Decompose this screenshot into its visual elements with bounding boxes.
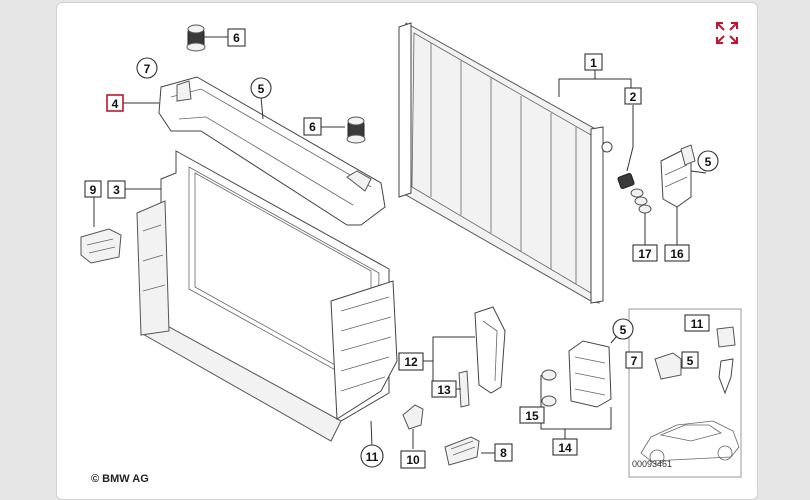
- oil-cooler: [541, 340, 612, 408]
- copyright-text: © BMW AG: [91, 473, 149, 485]
- callout-5-cooler: 5: [620, 323, 627, 337]
- air-guide: [80, 228, 122, 264]
- mounting-bracket: [458, 306, 506, 408]
- expand-arrows-icon[interactable]: [715, 21, 739, 45]
- callout-6-top: 6: [233, 31, 240, 45]
- car-silhouette: [640, 420, 740, 465]
- callout-4-highlighted: 4: [112, 97, 119, 111]
- callout-16: 16: [670, 247, 684, 261]
- callout-2: 2: [630, 90, 637, 104]
- callout-13: 13: [437, 383, 451, 397]
- rubber-mount-mid: [346, 116, 366, 144]
- diagram-part-number: 00093461: [632, 459, 672, 469]
- coolant-fitting: [660, 144, 696, 208]
- callout-6-mid: 6: [309, 120, 316, 134]
- callout-5-inset: 5: [687, 354, 694, 368]
- radiator: [398, 22, 613, 304]
- upper-cross-member: [158, 76, 386, 226]
- callout-11-inset: 11: [691, 317, 704, 331]
- callout-5-fitting: 5: [705, 155, 712, 169]
- fan-shroud-frame: [136, 150, 398, 442]
- callout-8: 8: [500, 446, 507, 460]
- rubber-mount-top: [186, 24, 206, 52]
- callout-labels: 6 7 4 5 6 9 3 1 2 5 17 16 12 13 5 15 14: [84, 28, 719, 469]
- callout-9: 9: [90, 183, 97, 197]
- callout-10: 10: [406, 453, 420, 467]
- inset-box: [628, 308, 742, 478]
- callout-11-bottom: 11: [366, 450, 379, 464]
- callout-7-left: 7: [144, 62, 151, 76]
- cover-plate: [444, 436, 480, 466]
- parts-diagram: 6 7 4 5 6 9 3 1 2 5 17 16 12 13 5 15 14: [80, 21, 742, 485]
- clip: [402, 404, 424, 430]
- callout-3: 3: [113, 183, 120, 197]
- callout-15: 15: [525, 409, 539, 423]
- callout-14: 14: [558, 441, 572, 455]
- callout-5-crossmember: 5: [258, 82, 265, 96]
- temperature-sensor: [617, 173, 652, 214]
- callout-12: 12: [404, 355, 418, 369]
- leader-lines: [93, 36, 707, 454]
- callout-7-inset: 7: [631, 354, 638, 368]
- callout-1: 1: [590, 56, 597, 70]
- callout-17: 17: [638, 247, 652, 261]
- diagram-panel: 6 7 4 5 6 9 3 1 2 5 17 16 12 13 5 15 14: [56, 2, 758, 500]
